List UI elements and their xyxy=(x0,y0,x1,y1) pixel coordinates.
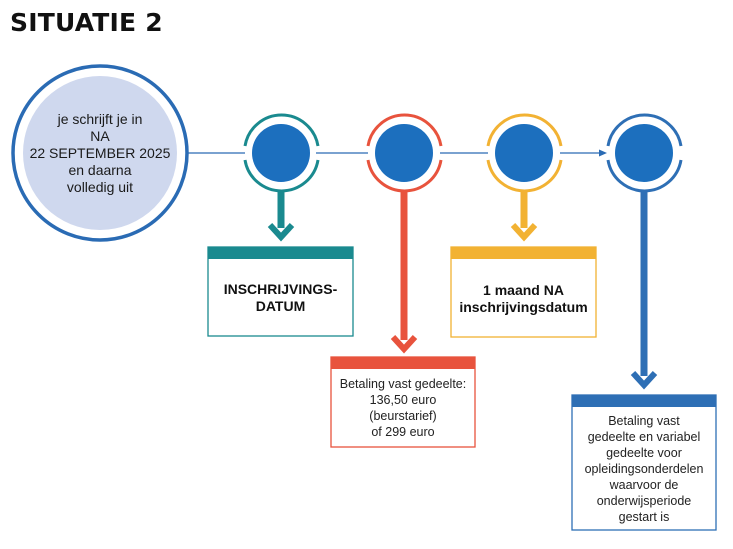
step-node-inschrijvingsdatum xyxy=(243,113,320,242)
page-title: SITUATIE 2 xyxy=(10,8,163,37)
step-box-1-maand-na xyxy=(450,246,597,338)
start-circle-text: je schrijft je in NA 22 SEPTEMBER 2025 e… xyxy=(29,110,171,195)
step-node-betaling-variabel xyxy=(606,113,683,390)
step-node-betaling-vast xyxy=(366,113,443,354)
step-box-inschrijvingsdatum xyxy=(207,246,354,337)
step-text-betaling-variabel: Betaling vast gedeelte en variabel gedee… xyxy=(584,413,704,524)
step-node-1-maand-na xyxy=(486,113,563,242)
start-circle xyxy=(11,64,189,242)
step-text-betaling-vast: Betaling vast gedeelte: 136,50 euro (beu… xyxy=(339,377,467,439)
step-text-1-maand-na: 1 maand NA inschrijvingsdatum xyxy=(459,281,588,315)
step-box-betaling-vast xyxy=(330,356,476,448)
timeline-line xyxy=(187,149,607,157)
step-text-inschrijvingsdatum: INSCHRIJVINGS- DATUM xyxy=(223,281,338,314)
step-box-betaling-variabel xyxy=(571,394,717,531)
